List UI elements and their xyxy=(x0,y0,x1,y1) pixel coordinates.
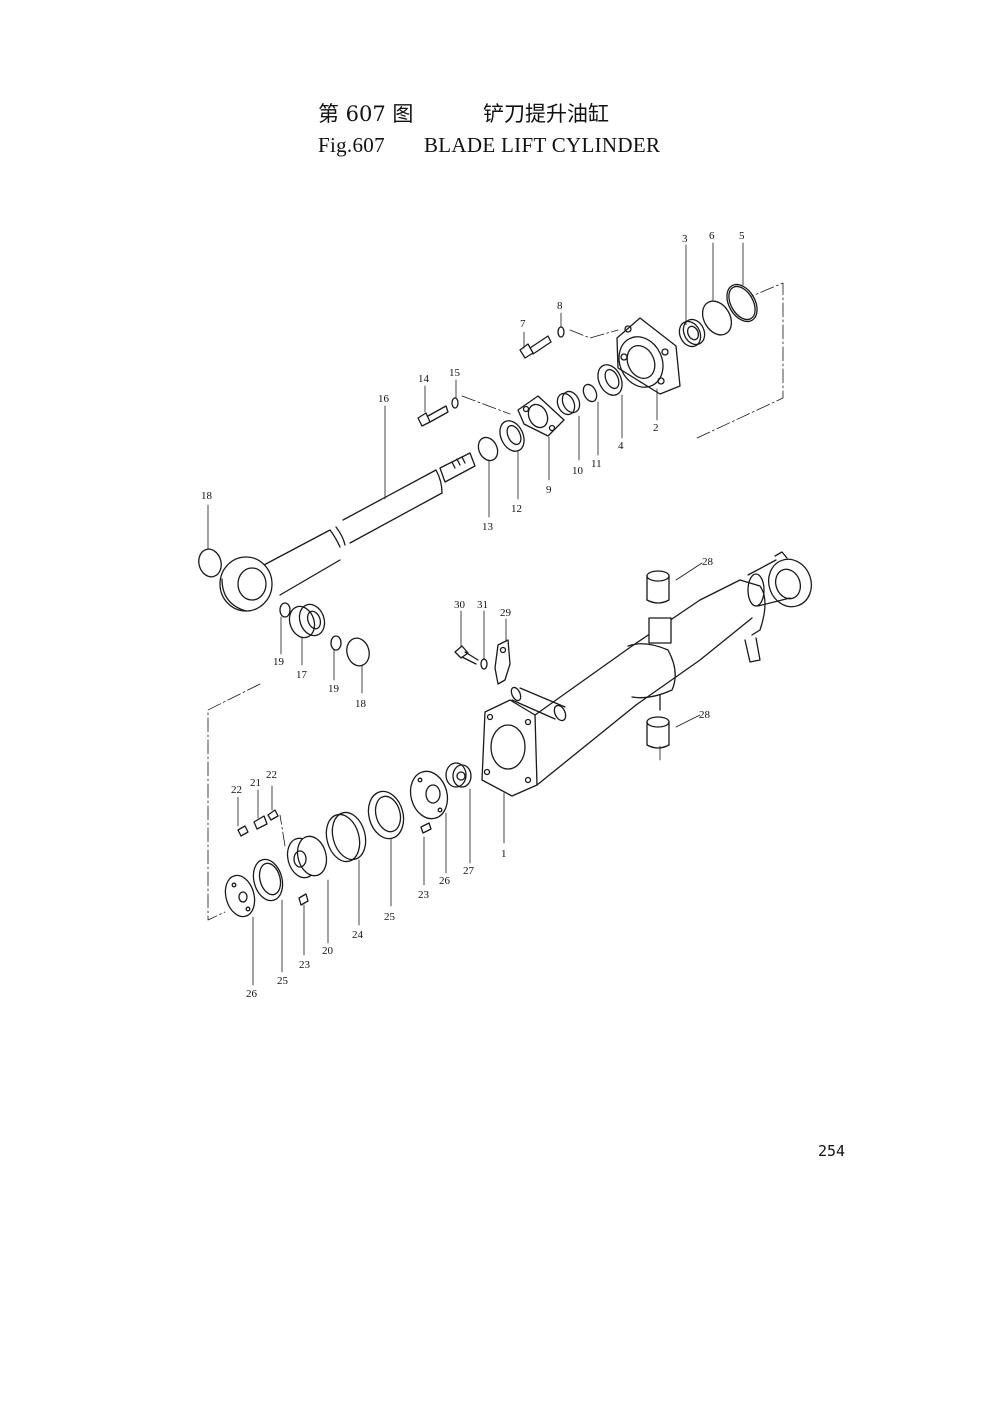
washer-part-8 xyxy=(557,326,565,338)
bushing-part-28-upper xyxy=(646,570,670,604)
bolt-part-7 xyxy=(519,335,552,359)
callout-31: 31 xyxy=(477,599,488,611)
screw-part-22-top xyxy=(267,809,279,821)
callout-22-top: 22 xyxy=(266,769,277,781)
callout-25-right: 25 xyxy=(384,911,396,923)
callout-17: 17 xyxy=(296,669,308,681)
bracket-part-29 xyxy=(494,639,511,685)
snap-ring-part-13 xyxy=(477,436,499,462)
gland-part-9 xyxy=(517,395,565,437)
snap-ring-part-18-lower xyxy=(346,637,370,667)
piston-part-20 xyxy=(286,835,328,879)
figure-name-en: BLADE LIFT CYLINDER xyxy=(424,133,661,157)
page-number: 254 xyxy=(818,1142,846,1160)
piston-part-17 xyxy=(288,603,326,639)
trunnion-boss xyxy=(747,551,813,608)
callout-19-left: 19 xyxy=(273,656,285,668)
callout-24: 24 xyxy=(352,929,364,941)
callout-26-left: 26 xyxy=(246,988,258,1000)
callout-numbers: 1 2 3 4 5 6 7 8 9 10 11 12 13 14 15 16 1… xyxy=(201,230,745,1000)
callout-13: 13 xyxy=(482,521,494,533)
figure-name-cn: 铲刀提升油缸 xyxy=(483,102,609,126)
callout-23-right: 23 xyxy=(418,889,430,901)
screw-part-21 xyxy=(253,815,268,830)
o-ring-part-5 xyxy=(726,283,758,323)
callout-28-upper: 28 xyxy=(702,556,714,568)
screw-part-22-left xyxy=(237,825,249,837)
callout-11: 11 xyxy=(591,458,602,470)
head-cover-part-2 xyxy=(616,317,681,395)
callout-14: 14 xyxy=(418,373,430,385)
wear-ring-part-24 xyxy=(325,811,367,863)
callout-8: 8 xyxy=(557,300,563,312)
callout-4: 4 xyxy=(618,440,624,452)
callout-12: 12 xyxy=(511,503,522,515)
figure-title-english: Fig.607 BLADE LIFT CYLINDER xyxy=(0,133,992,163)
ring-part-26-right xyxy=(409,770,449,820)
callout-16: 16 xyxy=(378,393,390,405)
callout-10: 10 xyxy=(572,465,584,477)
washer-part-15 xyxy=(451,397,459,409)
callout-30: 30 xyxy=(454,599,466,611)
callout-2: 2 xyxy=(653,422,659,434)
callout-20: 20 xyxy=(322,945,334,957)
pin-part-23-right xyxy=(420,822,432,834)
nut-part-27 xyxy=(445,762,472,788)
figure-number-en: Fig.607 xyxy=(318,133,385,157)
assembly-guide-lines xyxy=(207,282,784,921)
callout-18-upper: 18 xyxy=(201,490,213,502)
callout-3: 3 xyxy=(682,233,688,245)
pin-pipe xyxy=(510,686,567,722)
packing-part-12 xyxy=(499,420,525,452)
callout-19-right: 19 xyxy=(328,683,340,695)
callout-22-left: 22 xyxy=(231,784,242,796)
cylinder-tube-part-1 xyxy=(481,579,766,797)
callout-1: 1 xyxy=(501,848,507,860)
packing-part-4 xyxy=(597,364,623,396)
callout-23-left: 23 xyxy=(299,959,311,971)
o-ring-part-19-right xyxy=(330,635,342,651)
packing-part-25-left xyxy=(252,858,284,902)
callout-18-lower: 18 xyxy=(355,698,367,710)
bushing-part-28-lower xyxy=(646,716,670,749)
pin-part-23-left xyxy=(298,893,309,906)
callout-6: 6 xyxy=(709,230,715,242)
piston-rod-part-16 xyxy=(219,452,476,612)
o-ring-part-6 xyxy=(701,300,733,336)
figure-number-cn: 第 607 图 xyxy=(318,102,414,126)
callout-27: 27 xyxy=(463,865,475,877)
callout-7: 7 xyxy=(520,318,526,330)
bushing-part-10 xyxy=(556,390,581,416)
o-ring-part-11 xyxy=(582,383,598,403)
callout-15: 15 xyxy=(449,367,461,379)
packing-part-25-right xyxy=(367,790,405,840)
callout-28-lower: 28 xyxy=(699,709,711,721)
bolt-part-14 xyxy=(417,405,449,427)
callout-26-right: 26 xyxy=(439,875,451,887)
callout-5: 5 xyxy=(739,230,745,242)
callout-25-left: 25 xyxy=(277,975,289,987)
callout-9: 9 xyxy=(546,484,552,496)
washer-part-31 xyxy=(480,658,488,670)
o-ring-part-19-left xyxy=(279,602,291,618)
callout-29: 29 xyxy=(500,607,512,619)
bushing-part-3 xyxy=(678,318,706,348)
figure-title-chinese: 第 607 图 铲刀提升油缸 xyxy=(0,98,992,128)
ring-part-26-left xyxy=(224,874,256,918)
bolt-part-30 xyxy=(454,645,479,665)
leader-lines xyxy=(207,242,744,986)
snap-ring-part-18-upper xyxy=(198,548,222,578)
callout-21: 21 xyxy=(250,777,261,789)
